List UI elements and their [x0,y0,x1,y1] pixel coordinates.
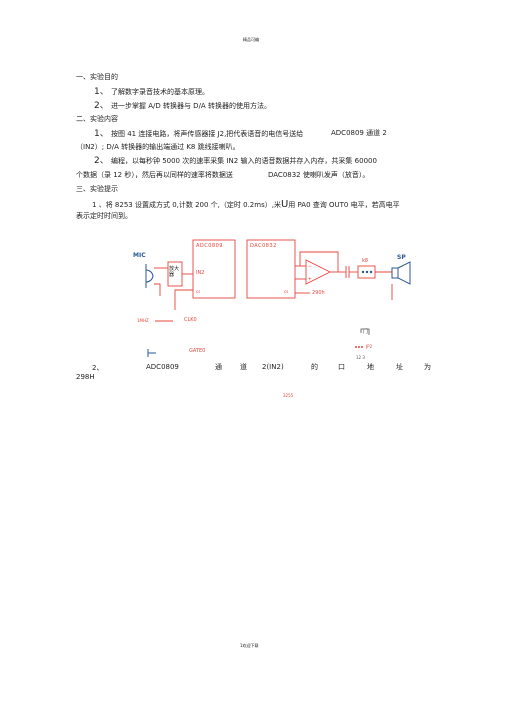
jp2-dots [355,346,363,348]
k8-jumper-dots [361,270,373,274]
label-jp2: JP2 [366,344,373,349]
s3-item-1-text-b: 用 PA0 查询 OUT0 电平，若高电平 [288,201,400,209]
s1-item-2: 2、 进一步掌握 A/D 转换器与 D/A 转换器的使用方法。 [94,102,271,111]
mic-icon [145,264,154,288]
s2-item-2-line-2: 个数据（录 12 秒），然后再以同样的速率将数据送 [76,171,233,179]
opamp [305,259,332,285]
item-2-word-5: 的 [311,363,318,371]
label-k8: k8 [362,258,369,264]
s3-item-1-text-a: 、将 8253 设置成方式 0,计数 200 个,（定时 0.2ms）,米 [98,201,281,209]
opamp-minus: − [308,264,312,270]
s3-item-1-num: 1 [92,201,97,209]
s2-item-1-line-2: （IN2）; D/A 转换器的输出端通过 K8 跳线接喇叭。 [76,143,240,151]
speaker-icon [391,261,411,285]
s3-item-1-line-2: 表示定时时间到。 [76,212,132,220]
door-bracket [360,328,370,335]
item-2-num: 2、 [92,364,104,372]
label-jp2-pins: 12 3 [356,355,365,360]
adc-box [192,239,236,299]
item-2-word-6: 口 [338,363,345,371]
label-adc: ADC0809 [196,243,223,249]
item-2-red-label: 3255 [283,393,294,398]
label-door: 门 [363,329,369,335]
label-in2: IN2 [196,270,205,276]
item-2-word-2: 通 [215,363,222,371]
s2-item-1-num: 1、 [94,129,109,139]
item-2-word-7: 地 [367,363,374,371]
cs1-wire [174,289,193,310]
dac-box [246,239,296,299]
item-2-cont: 298H [76,373,95,381]
gate-marker [147,349,156,357]
s2-item-1-line-1b: ADC0809 通道 2 [331,129,387,137]
item-2-word-8: 址 [396,363,403,371]
s1-item-1-text: 了解数字录音技术的基本原理。 [110,88,209,96]
section-3-title: 三、实验提示 [76,185,118,193]
s1-item-1-num: 1、 [94,87,109,97]
label-dac: DAC0832 [250,243,277,249]
label-amp: 放大器 [169,266,180,278]
item-2-word-3: 道 [240,363,247,371]
item-2-word-9: 为 [424,363,431,371]
page-header: 精品可编 [243,37,259,42]
s1-item-1: 1、 了解数字录音技术的基本原理。 [94,88,209,97]
s2-item-2-num: 2、 [94,156,109,166]
s2-item-1-line-1: 1、 按图 41 连接电路，将声传感器接 J2,把代表语音的电信号送给 [94,130,303,139]
item-2-word-4: 2(IN2) [262,363,284,371]
opamp-plus: + [308,277,312,283]
s2-item-1-text: 按图 41 连接电路，将声传感器接 J2,把代表语音的电信号送给 [110,130,304,138]
s3-item-1-symbol: U [280,199,289,210]
s3-item-1-line-1: 1 、将 8253 设置成方式 0,计数 200 个,（定时 0.2ms）,米U… [92,200,400,210]
section-2-title: 二、实验内容 [76,115,118,123]
label-gate0: GATE0 [189,348,206,354]
s1-item-2-text: 进一步掌握 A/D 转换器与 D/A 转换器的使用方法。 [110,102,271,110]
s2-item-2-line-1: 2、 编程，以每秒钟 5000 次的速率采集 IN2 输入的语音数据并存入内存，… [94,157,377,166]
label-sp: SP [397,254,406,261]
s2-item-2-line-2b: DAC0832 使喇叭发声（放音）。 [268,171,370,179]
item-2-word-1: ADC0809 [146,363,179,371]
s2-item-2-text: 编程，以每秒钟 5000 次的速率采集 IN2 输入的语音数据并存入内存，共采集… [110,157,377,165]
label-clk0: CLK0 [184,317,197,323]
label-1mhz: 1MHZ [137,318,149,323]
label-cs2: cs [284,289,289,294]
section-1-title: 一、实验目的 [76,73,118,81]
label-cs1: cs [196,289,201,294]
page-footer: 1欢迎下载 [240,643,259,648]
label-290h: 290h [312,290,325,296]
mic-wire-2 [154,283,161,296]
label-mic: MIC [133,252,146,259]
feedback [299,251,339,272]
s1-item-2-num: 2、 [94,101,109,111]
